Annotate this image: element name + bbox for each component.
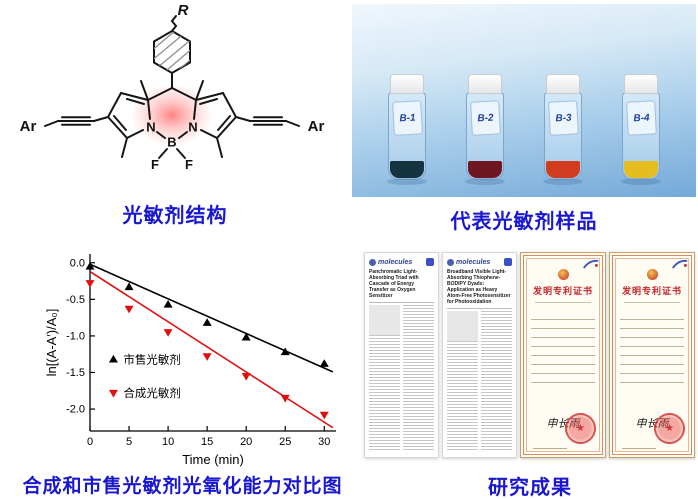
ar-right-label: Ar [308,118,325,135]
cnipa-logo-icon [672,259,688,269]
sample-vial: B-2 [462,74,508,185]
svg-text:-0.5: -0.5 [66,294,85,306]
powder-sample [624,161,658,178]
mdpi-logo-icon [504,258,512,266]
vial-cap [468,74,502,94]
aryl-hatch [154,31,190,73]
f-left-atom-label: F [151,157,159,172]
svg-text:-2.0: -2.0 [66,404,85,416]
boron-atom-label: B [167,135,176,150]
journal-article-page: molecules Broadband Visible Light-Absorb… [442,252,517,458]
cnipa-logo-icon [583,259,599,269]
svg-text:合成光敏剂: 合成光敏剂 [123,386,181,400]
svg-text:ln[(A-A′)/A₀]: ln[(A-A′)/A₀] [44,309,59,377]
samples-caption: 代表光敏剂样品 [450,211,598,233]
svg-text:市售光敏剂: 市售光敏剂 [123,352,181,366]
certificate-number-line [535,302,591,303]
svg-text:20: 20 [240,436,252,448]
vial-cap [546,74,580,94]
certificate-date-line [533,448,567,449]
ar-left-label: Ar [20,118,37,135]
n-right-atom-label: N [188,120,197,135]
vial-glass: B-1 [388,92,426,180]
powder-sample [546,161,580,178]
structure-panel: Ar Ar R N N B F F [0,0,350,196]
samples-photo-panel: B-1 B-2 B-3 B-4 [352,4,696,197]
journal-name: molecules [378,258,413,266]
n-left-atom-label: N [146,120,155,135]
results-panel: molecules Panchromatic Light-Absorbing T… [364,252,696,458]
divider [369,302,434,303]
sample-vial: B-4 [618,74,664,185]
patent-certificate: 发明专利证书 申长雨 ★ [520,252,606,458]
certificate-number-line [624,302,680,303]
structure-caption: 光敏剂结构 [122,205,228,227]
svg-text:-1.5: -1.5 [66,367,85,379]
vial-glass: B-2 [466,92,504,180]
patent-title: 发明专利证书 [621,286,682,296]
official-seal-icon: ★ [654,413,685,444]
vial-glass: B-3 [544,92,582,180]
svg-text:10: 10 [162,436,174,448]
svg-text:0: 0 [87,436,93,448]
mdpi-logo-icon [426,258,434,266]
official-seal-icon: ★ [565,413,596,444]
molecules-logo-icon [369,258,376,266]
article-body-text [447,311,512,452]
article-title: Panchromatic Light-Absorbing Triad with … [369,269,419,299]
article-info-box [447,311,478,341]
vial-cap [624,74,658,94]
article-title: Broadband Visible Light-Absorbing Thioph… [447,269,511,305]
vial-label: B-2 [470,100,501,136]
article-body-text [369,305,434,452]
svg-text:5: 5 [126,436,132,448]
f-right-atom-label: F [185,157,193,172]
bodipy-structure-figure: Ar Ar R N N B F F [20,2,325,172]
vial-label: B-4 [626,100,657,136]
sample-vial: B-3 [540,74,586,185]
svg-text:Time (min): Time (min) [182,452,244,467]
svg-text:30: 30 [318,436,330,448]
results-caption: 研究成果 [488,477,572,499]
certificate-date-line [622,448,656,449]
chart-caption: 合成和市售光敏剂光氧化能力对比图 [22,476,343,497]
molecules-logo-icon [447,258,454,266]
patent-emblem-icon [557,269,569,280]
r-group-label: R [178,2,189,19]
article-info-box [369,305,400,335]
vial-glass: B-4 [622,92,660,180]
powder-sample [468,161,502,178]
vial-label: B-1 [392,100,423,136]
journal-name: molecules [456,258,491,266]
core-highlight [131,84,213,146]
svg-text:-1.0: -1.0 [66,330,85,342]
journal-article-page: molecules Panchromatic Light-Absorbing T… [364,252,439,458]
vial-cap [390,74,424,94]
svg-text:25: 25 [279,436,291,448]
powder-sample [390,161,424,178]
patent-certificate: 发明专利证书 申长雨 ★ [609,252,695,458]
divider [447,308,512,309]
bodipy-skeleton [44,15,300,159]
svg-text:0.0: 0.0 [70,257,85,269]
svg-text:15: 15 [201,436,213,448]
patent-title: 发明专利证书 [532,286,593,296]
patent-emblem-icon [646,269,658,280]
certificate-body-text [620,311,684,389]
sample-vial: B-1 [384,74,430,185]
certificate-body-text [531,311,595,389]
vial-label: B-3 [548,100,579,136]
